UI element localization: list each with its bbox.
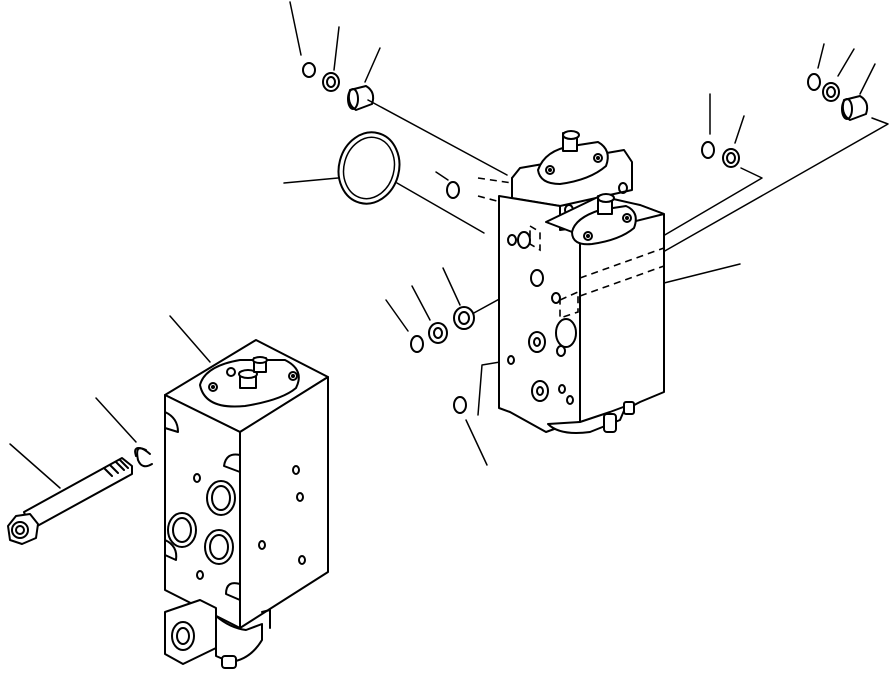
small-o-ring xyxy=(807,73,821,91)
spacer-ring xyxy=(428,322,448,344)
notch xyxy=(164,411,179,433)
top-flange xyxy=(199,356,300,408)
valve-block-assembly-left xyxy=(164,315,329,669)
callout-line xyxy=(837,48,855,77)
top-right-fitting-group xyxy=(807,43,876,121)
bushing xyxy=(347,85,375,111)
small-o-ring xyxy=(410,335,424,353)
mid-right-fitting-group xyxy=(701,93,745,168)
port xyxy=(530,269,544,287)
block-side-face xyxy=(239,376,329,629)
small-o-ring xyxy=(302,62,316,78)
small-o-ring xyxy=(453,396,467,414)
callout-line xyxy=(663,263,741,284)
callout-line xyxy=(364,47,381,83)
large-o-ring xyxy=(283,131,401,205)
spring-washer xyxy=(95,397,153,468)
bushing xyxy=(841,95,869,121)
callout-line xyxy=(734,115,745,144)
port xyxy=(531,380,549,402)
bottom-fitting xyxy=(164,599,271,669)
port xyxy=(204,529,234,565)
callout-line xyxy=(333,26,340,71)
callout-line xyxy=(817,43,825,69)
bolt-head xyxy=(7,513,39,545)
notch xyxy=(223,453,241,473)
spacer-ring xyxy=(322,72,340,92)
callout-line xyxy=(442,267,461,306)
callout-line xyxy=(289,1,302,56)
callout-line xyxy=(859,63,876,95)
top-left-fitting-group xyxy=(289,1,381,111)
front-port-fitting-group xyxy=(385,171,488,466)
callout-line xyxy=(95,397,137,443)
small-o-ring xyxy=(701,141,715,159)
callout-line xyxy=(465,419,488,466)
spacer-ring xyxy=(822,82,840,102)
port xyxy=(206,480,236,516)
callout-line xyxy=(435,171,449,181)
port xyxy=(555,318,577,348)
rear-valve-section xyxy=(477,130,633,233)
port xyxy=(517,231,531,249)
bushing xyxy=(453,306,475,330)
notch xyxy=(225,582,241,601)
callout-line xyxy=(9,443,61,489)
callout-line xyxy=(411,285,431,321)
callout-line xyxy=(283,177,339,184)
notch xyxy=(164,539,178,561)
valve-block-assembly-right xyxy=(477,130,741,434)
front-valve-section xyxy=(498,193,741,434)
port xyxy=(528,331,546,353)
spacer-ring xyxy=(722,148,740,168)
small-o-ring xyxy=(446,181,460,199)
mounting-bolt xyxy=(7,443,133,545)
port xyxy=(167,512,197,548)
callout-line xyxy=(169,315,211,363)
callout-line xyxy=(385,299,409,332)
